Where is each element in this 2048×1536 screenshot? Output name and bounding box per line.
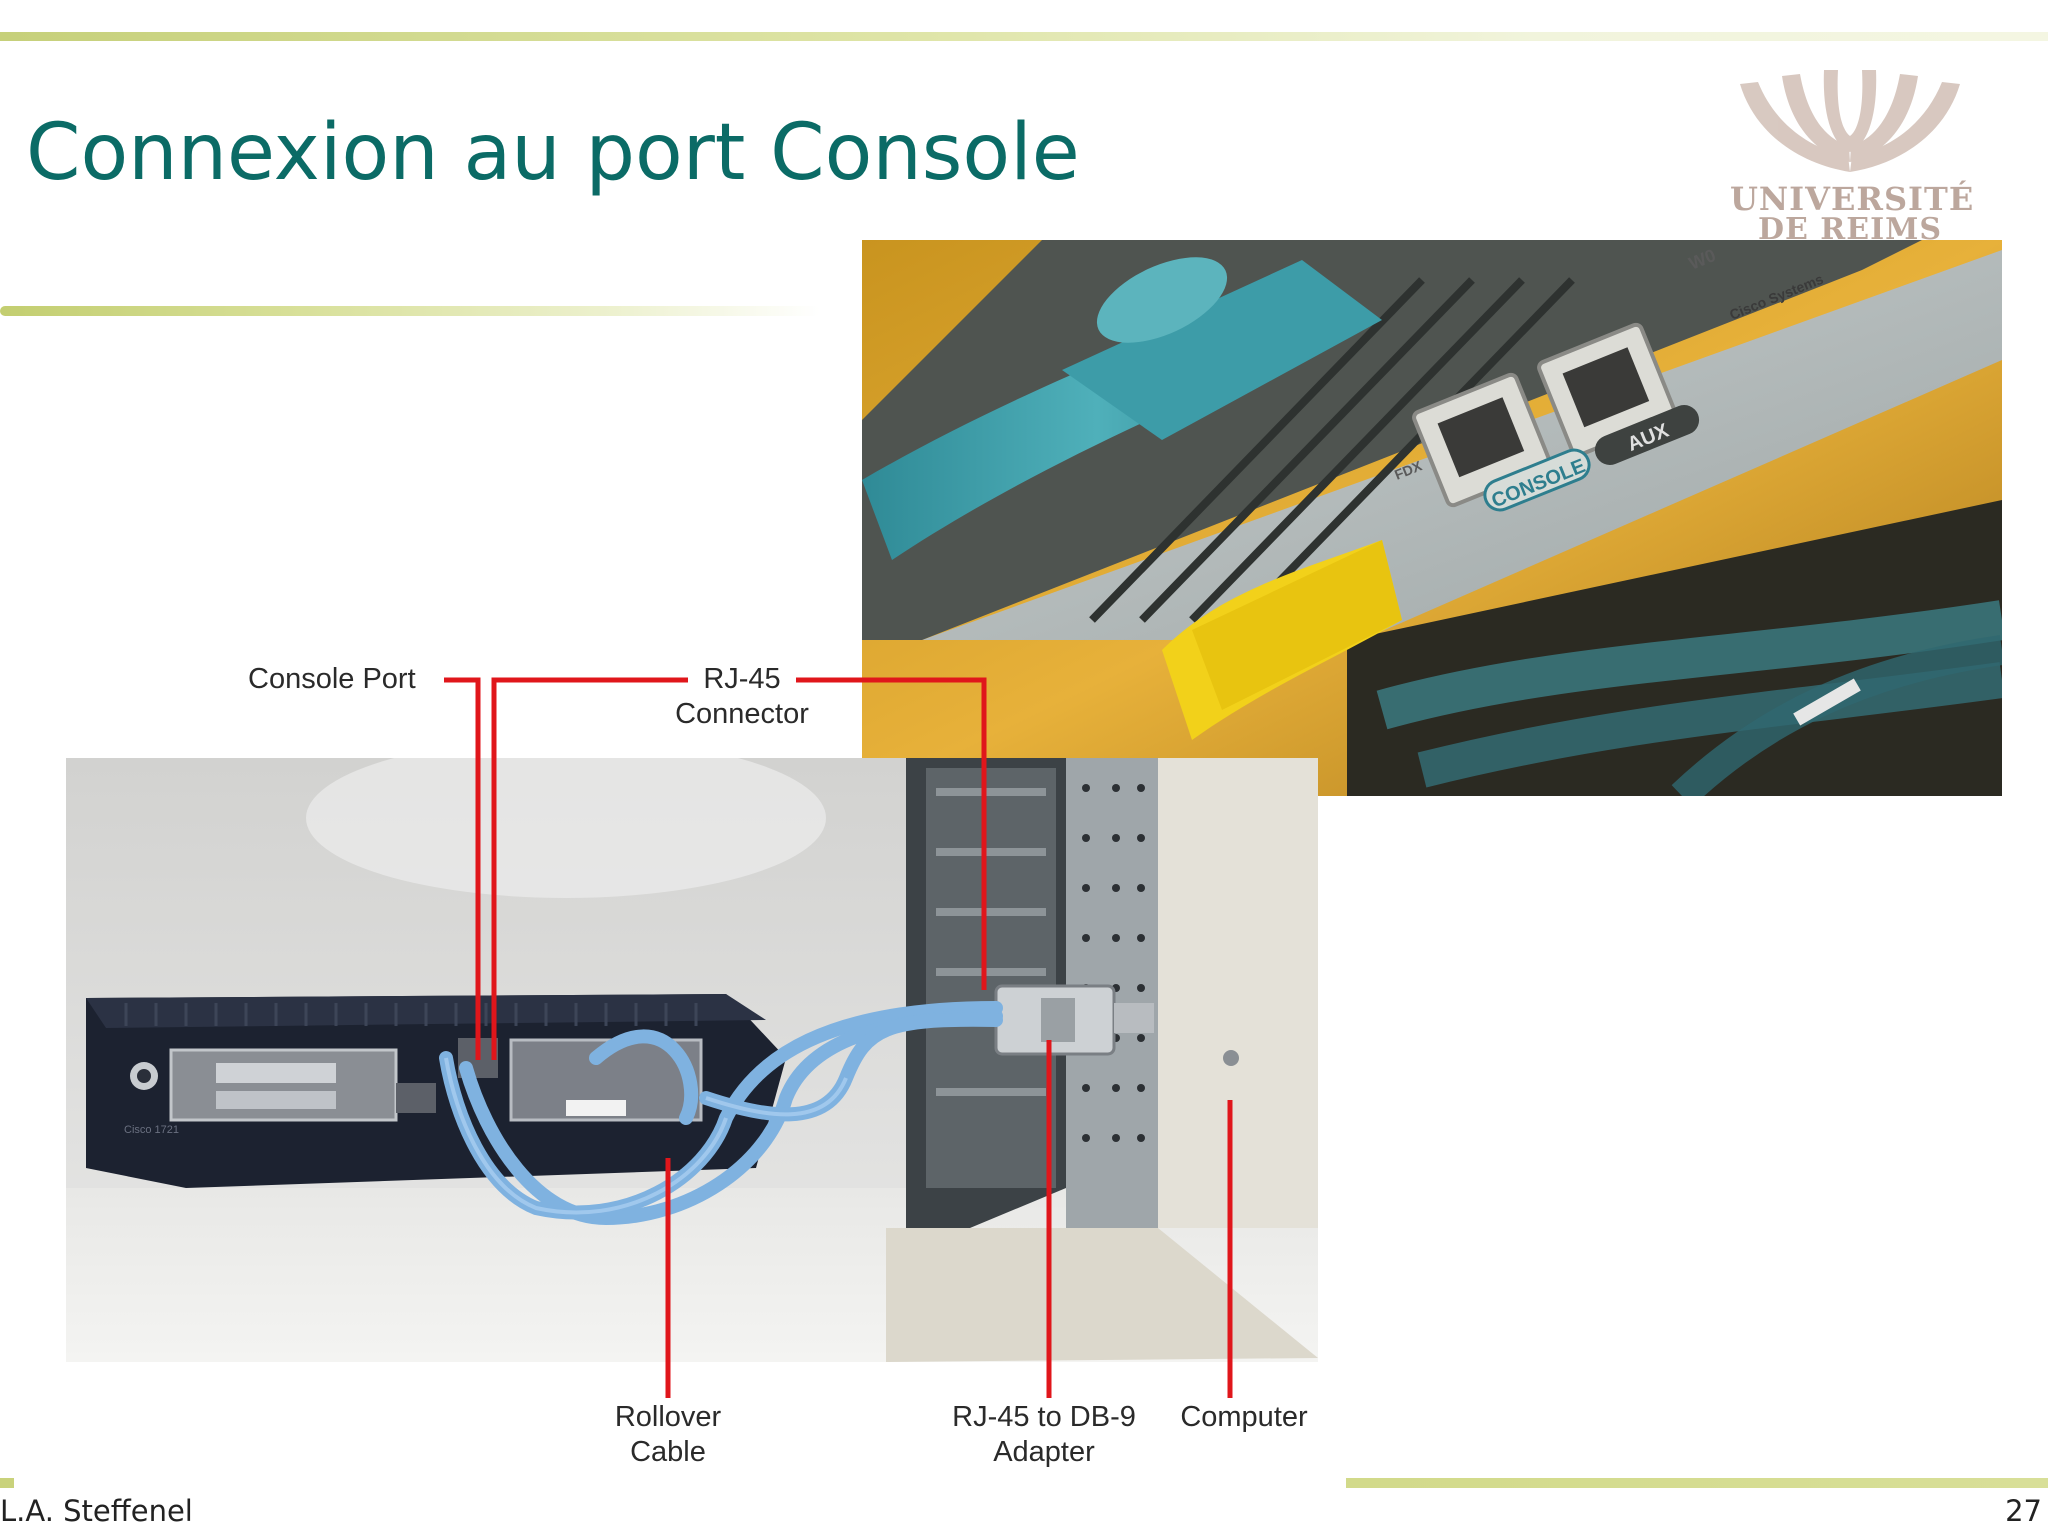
footer-accent-tick [0, 1478, 14, 1488]
router-computer-connection-photo: Cisco 1721 [66, 758, 1318, 1362]
rj45-label-line2: Connector [675, 698, 809, 730]
rj45-label-line1: RJ-45 [703, 663, 781, 695]
rollover-label-line2: Cable [630, 1436, 706, 1468]
adapter-label: RJ-45 to DB-9 Adapter [938, 1400, 1150, 1470]
closeup-photo-illustration: CONSOLE AUX FDX W0 Cisco Systems [862, 240, 2002, 796]
footer-author: L.A. Steffenel [0, 1494, 193, 1528]
title-underline-rule [0, 306, 820, 316]
page-number: 27 [2005, 1494, 2042, 1528]
university-emblem-icon [1740, 70, 1960, 172]
slide-title: Connexion au port Console [26, 108, 1080, 198]
footer-accent-rule [1346, 1478, 2048, 1488]
console-port-label-text: Console Port [248, 663, 416, 695]
rj45-connector-label: RJ-45 Connector [664, 662, 820, 732]
adapter-label-line1: RJ-45 to DB-9 [952, 1401, 1136, 1433]
top-accent-rule [0, 32, 2048, 41]
rj45-right-leader [796, 677, 987, 990]
computer-label: Computer [1180, 1401, 1308, 1433]
rollover-label-line1: Rollover [614, 1401, 722, 1433]
console-port-closeup-photo: CONSOLE AUX FDX W0 Cisco Systems [862, 240, 2002, 796]
router-model-text: Cisco 1721 [124, 1124, 179, 1136]
rj45-left-leader [491, 677, 688, 1060]
console-port-leader [444, 677, 481, 1060]
rollover-cable-label: Rollover Cable [598, 1400, 738, 1470]
adapter-label-line2: Adapter [993, 1436, 1095, 1468]
connection-photo-illustration: Cisco 1721 [66, 758, 1318, 1362]
logo-text-line1: UNIVERSITÉ [1730, 180, 1975, 218]
